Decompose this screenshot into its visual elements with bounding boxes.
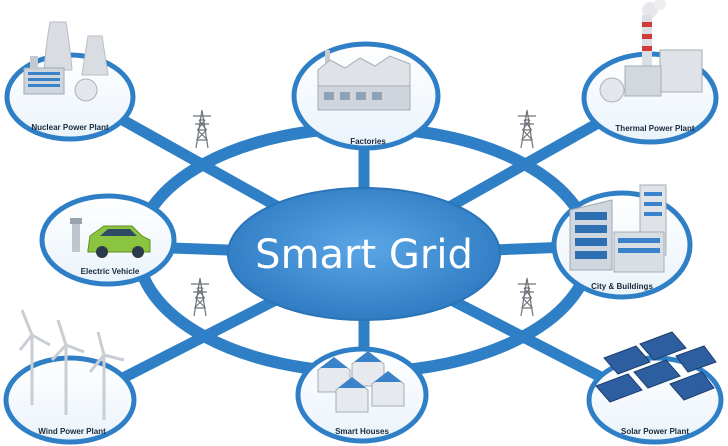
node-label: Nuclear Power Plant — [31, 123, 109, 132]
node-factories[interactable]: Factories — [291, 41, 441, 151]
node-houses[interactable]: Smart Houses — [295, 346, 429, 444]
solar-panel-icon — [595, 331, 717, 403]
center-hub — [227, 187, 501, 321]
center-title: Smart Grid — [255, 232, 473, 278]
node-ev[interactable]: Electric Vehicle — [39, 193, 177, 287]
node-label: City & Buildings — [591, 282, 653, 291]
thermal-plant-icon — [599, 0, 703, 103]
factory-icon — [317, 50, 411, 111]
node-solar[interactable]: Solar Power Plant — [586, 331, 724, 445]
tower-icon — [192, 109, 212, 149]
wind-turbine-icon — [18, 309, 125, 420]
tower-icon — [517, 109, 537, 149]
node-wind[interactable]: Wind Power Plant — [3, 309, 137, 445]
node-label: Solar Power Plant — [621, 427, 689, 436]
smart-house-icon — [317, 351, 405, 413]
node-label: Wind Power Plant — [38, 427, 106, 436]
node-nuclear[interactable]: Nuclear Power Plant — [4, 21, 136, 142]
node-circle — [3, 355, 137, 445]
node-label: Thermal Power Plant — [615, 124, 694, 133]
tower-icon — [190, 277, 210, 317]
nuclear-plant-icon — [23, 21, 109, 102]
tower-icon — [517, 277, 537, 317]
city-buildings-icon — [569, 184, 667, 273]
node-label: Factories — [350, 137, 386, 146]
node-city[interactable]: City & Buildings — [551, 184, 693, 300]
node-label: Smart Houses — [335, 427, 389, 436]
electric-car-icon — [70, 218, 151, 258]
node-label: Electric Vehicle — [81, 267, 140, 276]
node-thermal[interactable]: Thermal Power Plant — [581, 0, 719, 145]
